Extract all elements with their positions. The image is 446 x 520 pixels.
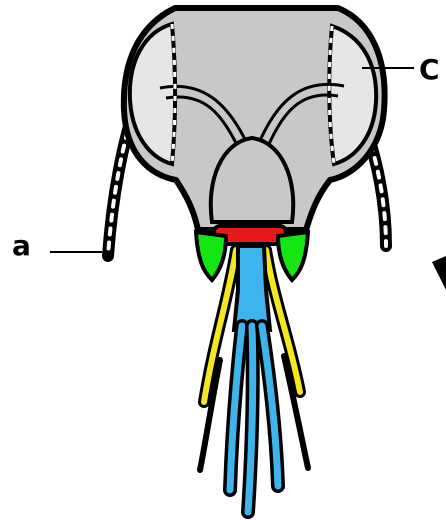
label-c: C — [419, 56, 440, 84]
right-palp — [278, 232, 308, 280]
left-palp — [196, 232, 226, 280]
label-a: a — [12, 232, 31, 260]
arrow-marker — [432, 256, 446, 290]
proboscis-sheath — [234, 246, 270, 330]
proboscis-strands — [230, 326, 278, 512]
